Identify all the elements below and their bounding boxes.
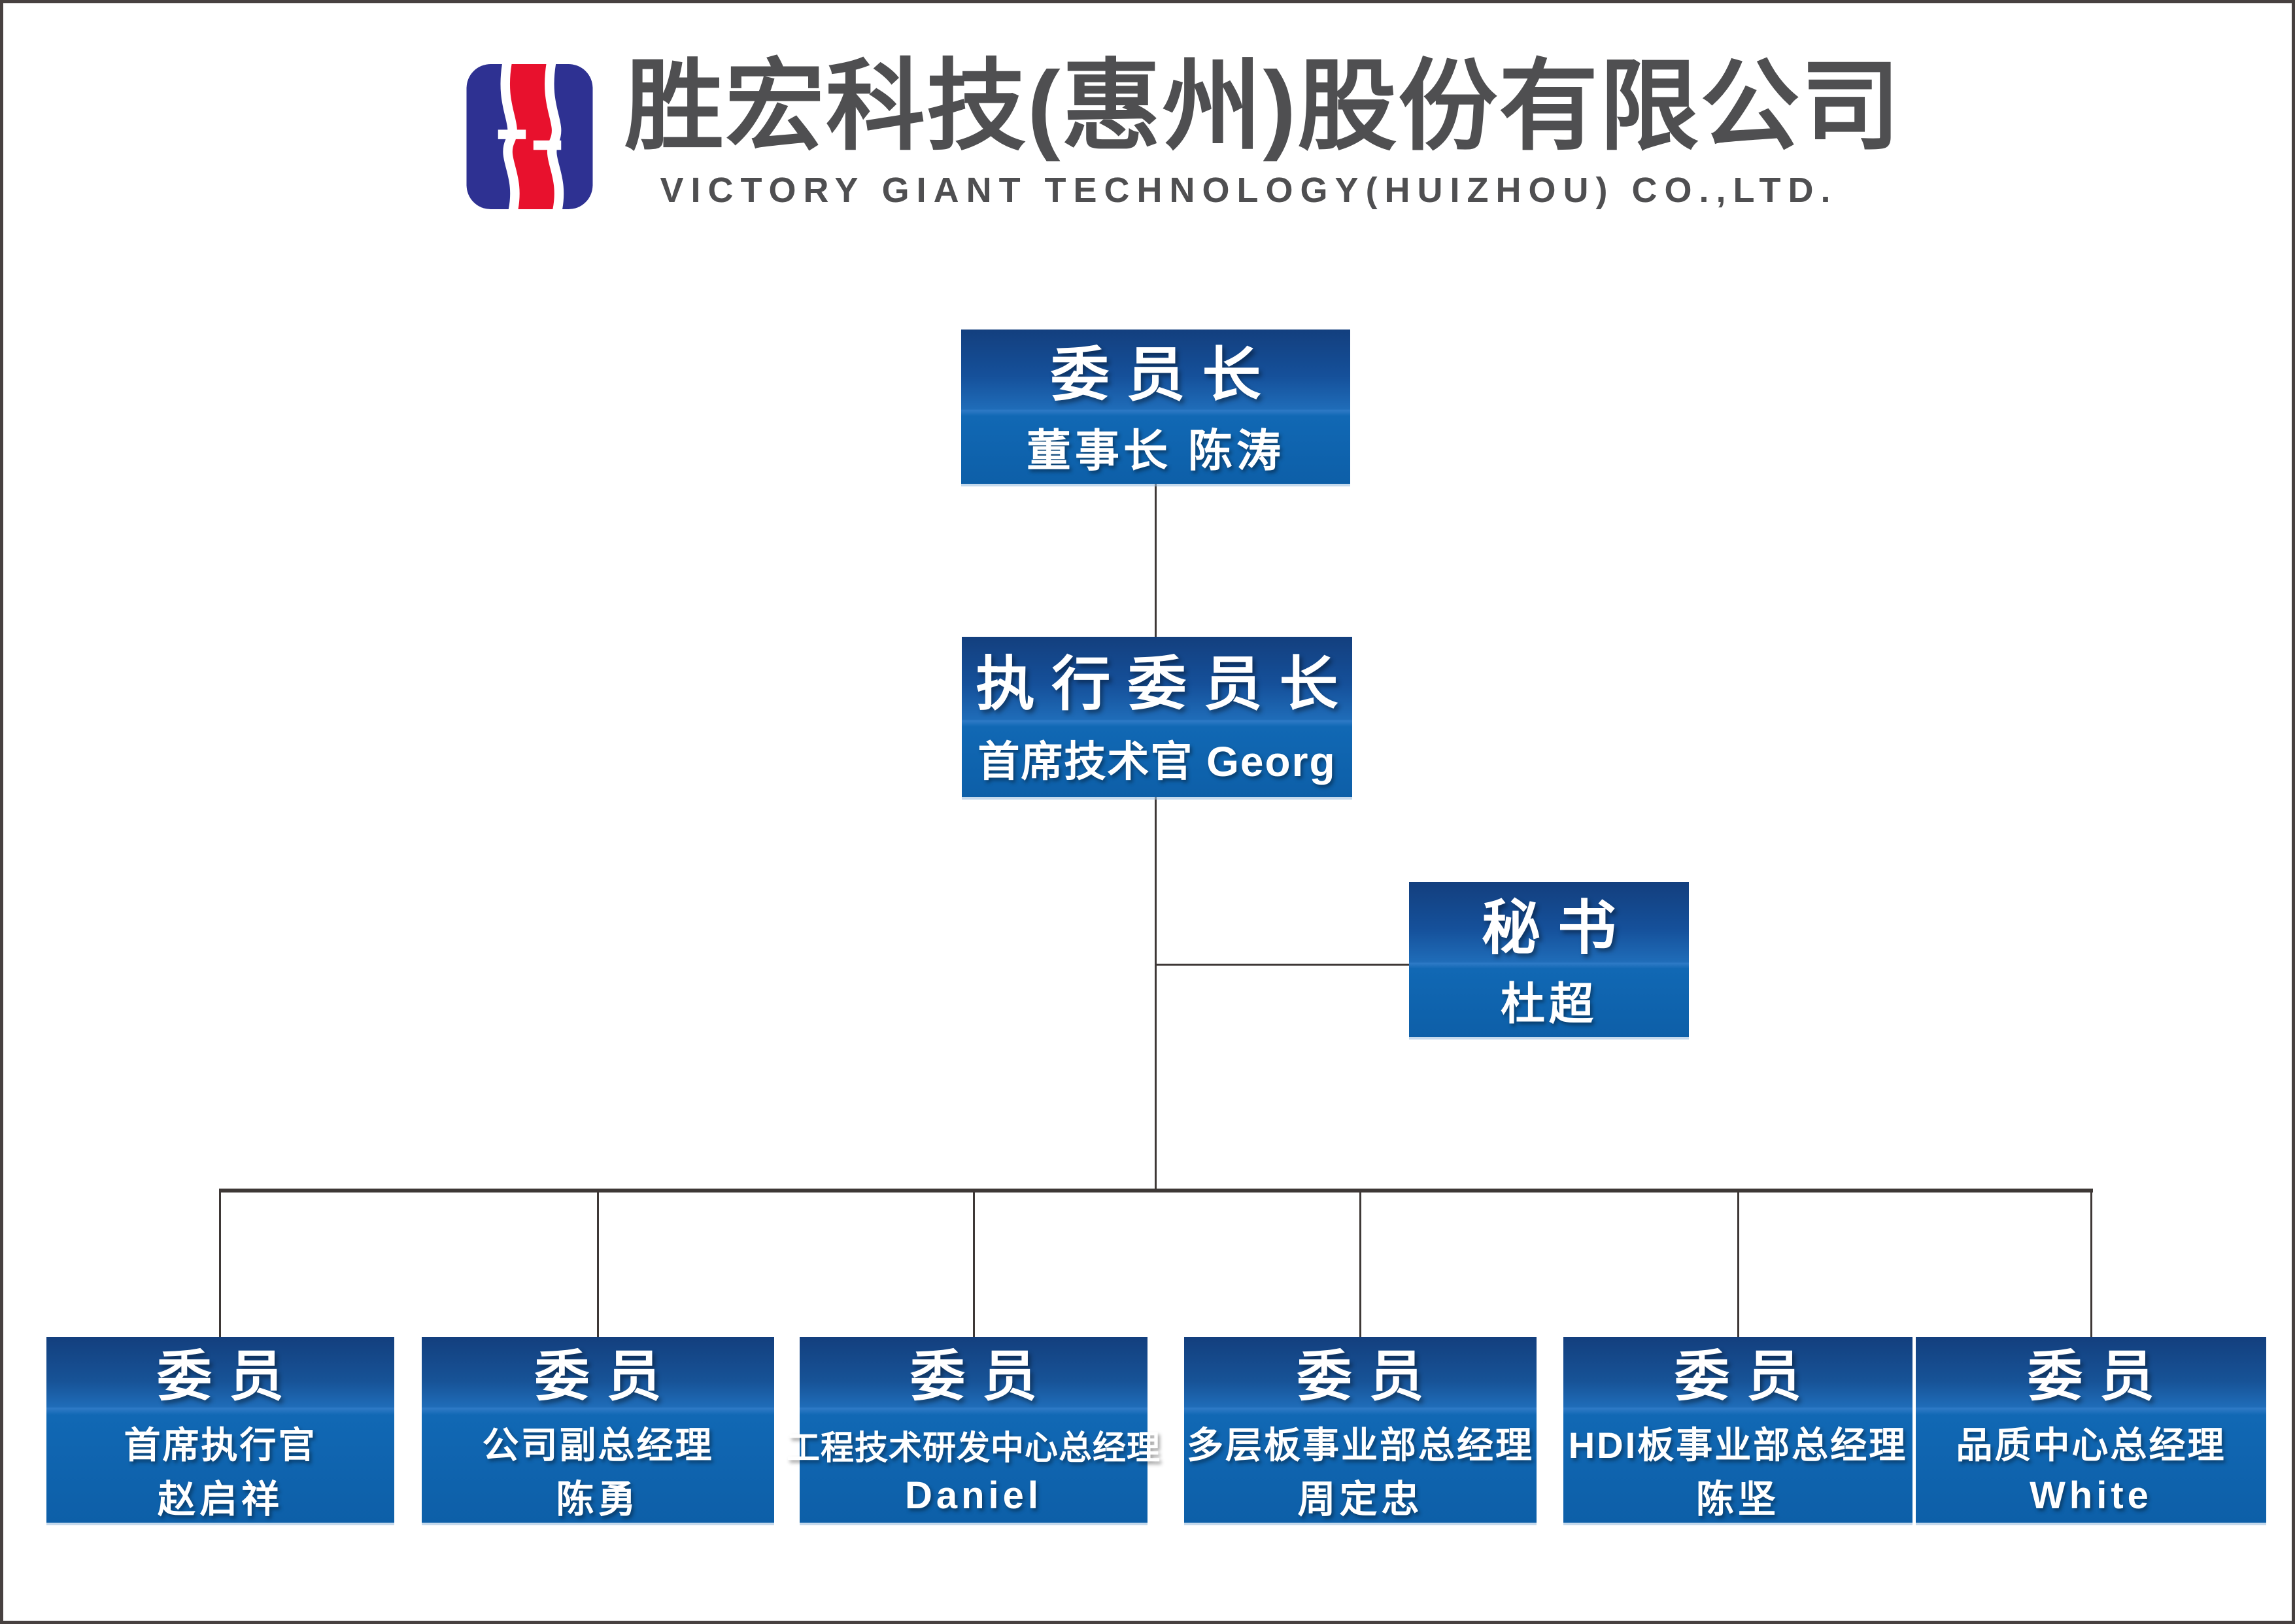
member-5-role: HDI板事业部总经理 xyxy=(1568,1424,1908,1466)
company-name-en: VICTORY GIANT TECHNOLOGY(HUIZHOU) CO.,LT… xyxy=(660,171,1838,210)
member-3-title: 委员 xyxy=(910,1345,1054,1408)
company-logo-icon xyxy=(466,64,593,209)
member-1-role: 首席执行官 xyxy=(124,1424,317,1466)
connector-secretary-branch xyxy=(1155,964,1409,966)
member-2-title: 委员 xyxy=(534,1345,679,1408)
chairman-person: 董事长 陈涛 xyxy=(1027,426,1285,476)
org-node-executive-chairman: 执行委员长 首席技术官 Georg xyxy=(962,637,1352,797)
member-2-name: 陈勇 xyxy=(556,1478,640,1521)
org-node-member-4: 委员 多层板事业部总经理 周定忠 xyxy=(1184,1337,1537,1523)
member-3-name: Daniel xyxy=(904,1474,1043,1517)
member-4-title: 委员 xyxy=(1297,1345,1441,1408)
connector-chairman-exec xyxy=(1155,484,1157,637)
org-node-member-1: 委员 首席执行官 赵启祥 xyxy=(46,1337,394,1523)
executive-chairman-title: 执行委员长 xyxy=(976,651,1355,717)
connector-exec-bus xyxy=(1155,797,1157,1192)
connector-drop-3 xyxy=(973,1192,975,1337)
secretary-title: 秘书 xyxy=(1482,895,1633,961)
secretary-person: 杜超 xyxy=(1500,979,1597,1029)
member-5-title: 委员 xyxy=(1674,1345,1818,1408)
member-1-name: 赵启祥 xyxy=(157,1478,283,1521)
member-5-name: 陈坚 xyxy=(1695,1478,1780,1521)
member-4-name: 周定忠 xyxy=(1297,1478,1423,1521)
member-3-role: 工程技术研发中心总经理 xyxy=(787,1429,1161,1466)
connector-drop-2 xyxy=(597,1192,599,1337)
chairman-title: 委员长 xyxy=(1050,343,1278,409)
member-6-name: White xyxy=(2030,1474,2152,1517)
member-4-role: 多层板事业部总经理 xyxy=(1187,1424,1534,1466)
executive-chairman-person: 首席技术官 Georg xyxy=(978,738,1336,786)
member-6-role: 品质中心总经理 xyxy=(1956,1424,2226,1466)
org-node-chairman: 委员长 董事长 陈涛 xyxy=(961,330,1350,484)
org-node-member-6: 委员 品质中心总经理 White xyxy=(1916,1337,2266,1523)
org-node-secretary: 秘书 杜超 xyxy=(1409,882,1689,1037)
org-node-member-5: 委员 HDI板事业部总经理 陈坚 xyxy=(1563,1337,1912,1523)
company-name-cn: 胜宏科技(惠州)股份有限公司 xyxy=(624,51,1902,162)
connector-drop-4 xyxy=(1359,1192,1361,1337)
member-1-title: 委员 xyxy=(156,1345,301,1408)
connector-drop-5 xyxy=(1737,1192,1739,1337)
connector-drop-6 xyxy=(2090,1192,2092,1337)
member-6-title: 委员 xyxy=(2027,1345,2171,1408)
connector-drop-1 xyxy=(219,1192,221,1337)
org-node-member-3: 委员 工程技术研发中心总经理 Daniel xyxy=(787,1337,1160,1523)
member-2-role: 公司副总经理 xyxy=(482,1424,714,1466)
org-node-member-2: 委员 公司副总经理 陈勇 xyxy=(422,1337,774,1523)
connector-bus xyxy=(219,1189,2093,1193)
